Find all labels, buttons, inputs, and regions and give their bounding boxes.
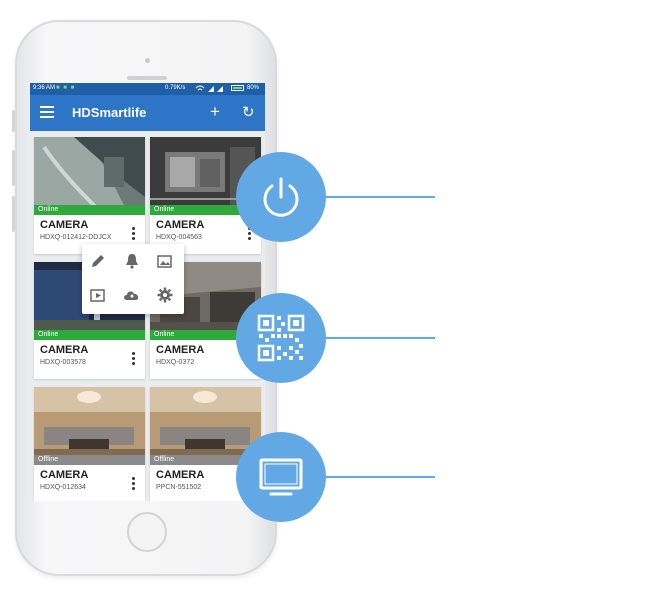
camera-id: PPCN-551502 [156, 484, 202, 491]
side-button [12, 196, 15, 232]
connector-line [325, 337, 435, 339]
battery-icon [231, 85, 244, 91]
notification-icons: ■ ■ ■ [56, 85, 76, 91]
camera-thumbnail [34, 387, 145, 465]
speaker-grille [127, 76, 167, 80]
status-badge: Offline [34, 455, 145, 465]
front-camera [145, 58, 150, 63]
app-title: HDSmartlife [72, 105, 147, 120]
camera-name: CAMERA [156, 219, 205, 231]
camera-id: HDXQ-004563 [156, 234, 202, 241]
connector-line [325, 476, 435, 478]
power-icon [263, 177, 299, 217]
qr-code-icon [257, 314, 305, 362]
more-options-icon[interactable] [132, 227, 136, 241]
status-badge: Online [150, 330, 261, 340]
camera-id: HDXQ-012634 [40, 484, 86, 491]
camera-card[interactable]: Offline CAMERA HDXQ-012634 [34, 387, 145, 501]
power-feature-badge [236, 152, 326, 242]
status-bar: 9:36 AM ■ ■ ■ 0.79K/s 80% [30, 83, 265, 95]
camera-name: CAMERA [156, 344, 205, 356]
camera-name: CAMERA [156, 469, 205, 481]
more-options-icon[interactable] [132, 352, 136, 366]
connector-line [325, 196, 435, 198]
qr-feature-badge [236, 293, 326, 383]
more-options-icon[interactable] [132, 477, 136, 491]
menu-icon[interactable] [40, 106, 54, 118]
camera-thumbnail [150, 387, 261, 465]
camera-card[interactable]: Online CAMERA HDXQ-012412-DDJCX [34, 137, 145, 254]
side-button [12, 150, 15, 186]
camera-id: HDXQ-012412-DDJCX [40, 234, 112, 241]
camera-thumbnail [34, 137, 145, 215]
network-speed: 0.79K/s [165, 85, 186, 91]
status-badge: Offline [150, 455, 261, 465]
camera-id: HDXQ-003578 [40, 359, 86, 366]
settings-icon[interactable] [155, 286, 175, 306]
home-button[interactable] [127, 512, 167, 552]
refresh-icon[interactable]: ↻ [242, 104, 255, 121]
bell-icon[interactable] [122, 252, 142, 272]
feature-text-area [303, 57, 640, 127]
camera-options-popup [82, 244, 184, 314]
side-button [12, 110, 15, 132]
edit-icon[interactable] [88, 252, 108, 272]
monitor-icon [259, 458, 303, 496]
gallery-icon[interactable] [155, 252, 175, 272]
add-camera-icon[interactable]: + [210, 102, 220, 121]
app-bar: HDSmartlife + ↻ [30, 95, 265, 131]
phone-screen: 9:36 AM ■ ■ ■ 0.79K/s 80% HDSmartlife + … [30, 83, 265, 501]
status-badge: Online [150, 205, 261, 215]
status-badge: Online [34, 205, 145, 215]
camera-id: HDXQ-0372 [156, 359, 195, 366]
signal-icons [195, 84, 229, 95]
monitor-feature-badge [236, 432, 326, 522]
status-badge: Online [34, 330, 145, 340]
video-icon[interactable] [88, 286, 108, 306]
status-time: 9:36 AM [33, 85, 56, 91]
cloud-icon[interactable] [122, 286, 142, 306]
camera-name: CAMERA [40, 344, 89, 356]
camera-name: CAMERA [40, 469, 89, 481]
camera-name: CAMERA [40, 219, 89, 231]
battery-percent: 80% [247, 85, 260, 91]
